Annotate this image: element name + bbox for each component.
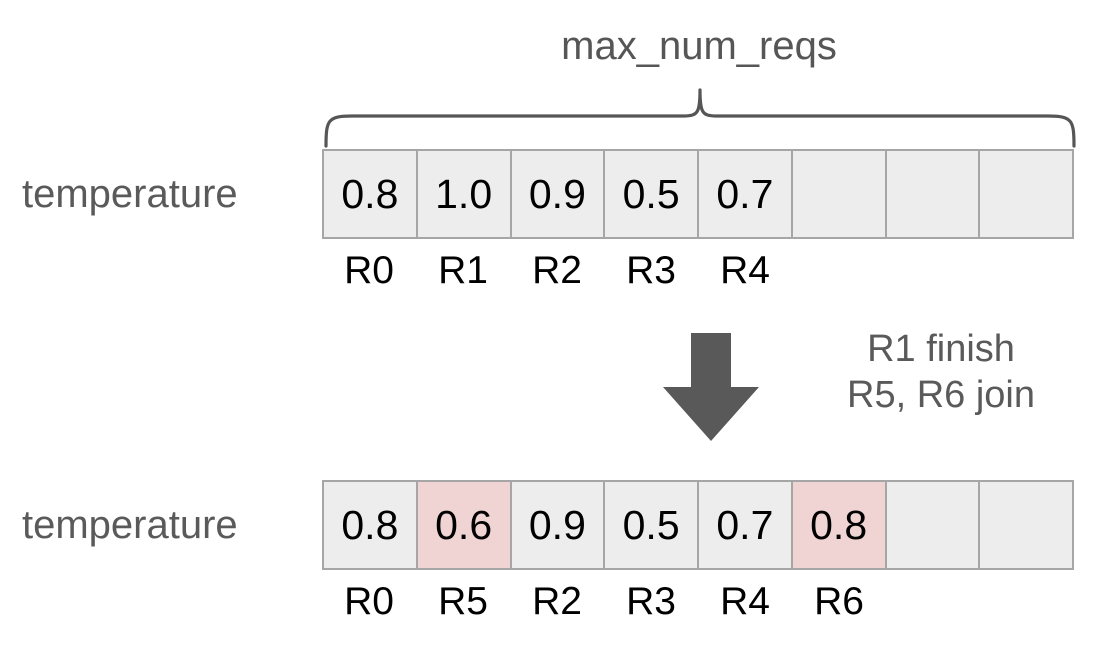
buffer-cell[interactable]: 0.5 <box>605 482 699 568</box>
request-id-label: R2 <box>532 249 582 292</box>
request-id-label: R2 <box>532 580 582 623</box>
down-arrow-icon <box>663 333 759 441</box>
request-id-label: R5 <box>438 580 488 623</box>
buffer-cell-empty[interactable] <box>886 482 981 568</box>
buffer-cell[interactable]: 0.9 <box>511 482 606 568</box>
buffer-cell-highlighted[interactable]: 0.8 <box>792 482 887 568</box>
buffer-cell[interactable]: 0.7 <box>699 482 793 568</box>
buffer-row-before: 0.8 1.0 0.9 0.5 0.7 <box>322 149 1074 239</box>
request-id-label: R3 <box>626 249 676 292</box>
request-id-label: R4 <box>720 580 770 623</box>
buffer-cell-empty[interactable] <box>980 151 1072 237</box>
request-id-row-after: R0 R5 R2 R3 R4 R6 <box>322 580 1074 627</box>
buffer-cell[interactable]: 1.0 <box>417 151 512 237</box>
request-id-label: R3 <box>626 580 676 623</box>
request-id-label-empty <box>980 581 1074 627</box>
request-id-label: R1 <box>438 249 488 292</box>
buffer-cell[interactable]: 0.9 <box>511 151 606 237</box>
row-label-temperature-after: temperature <box>22 503 238 547</box>
buffer-cell-empty[interactable] <box>886 151 981 237</box>
buffer-cell[interactable]: 0.8 <box>324 151 418 237</box>
capacity-brace <box>322 86 1078 148</box>
buffer-cell-empty[interactable] <box>792 151 887 237</box>
request-id-label-empty <box>886 581 980 627</box>
transition-notes: R1 finish R5, R6 join <box>786 326 1096 419</box>
buffer-cell[interactable]: 0.7 <box>699 151 793 237</box>
request-id-label: R4 <box>720 249 770 292</box>
request-id-label-empty <box>792 250 886 296</box>
buffer-row-after: 0.8 0.6 0.9 0.5 0.7 0.8 <box>322 480 1074 570</box>
request-id-label: R0 <box>344 580 394 623</box>
transition-note-line: R5, R6 join <box>847 374 1035 417</box>
request-id-label: R6 <box>814 580 864 623</box>
request-id-label: R0 <box>344 249 394 292</box>
brace-label-max-num-reqs: max_num_reqs <box>561 24 837 68</box>
buffer-cell-empty[interactable] <box>980 482 1072 568</box>
buffer-cell[interactable]: 0.8 <box>324 482 418 568</box>
row-label-temperature-before: temperature <box>22 172 238 216</box>
transition-note-line: R1 finish <box>867 328 1015 370</box>
buffer-cell[interactable]: 0.5 <box>605 151 699 237</box>
request-id-row-before: R0 R1 R2 R3 R4 <box>322 249 1074 296</box>
request-id-label-empty <box>886 250 980 296</box>
buffer-cell-highlighted[interactable]: 0.6 <box>417 482 512 568</box>
request-id-label-empty <box>980 250 1074 296</box>
